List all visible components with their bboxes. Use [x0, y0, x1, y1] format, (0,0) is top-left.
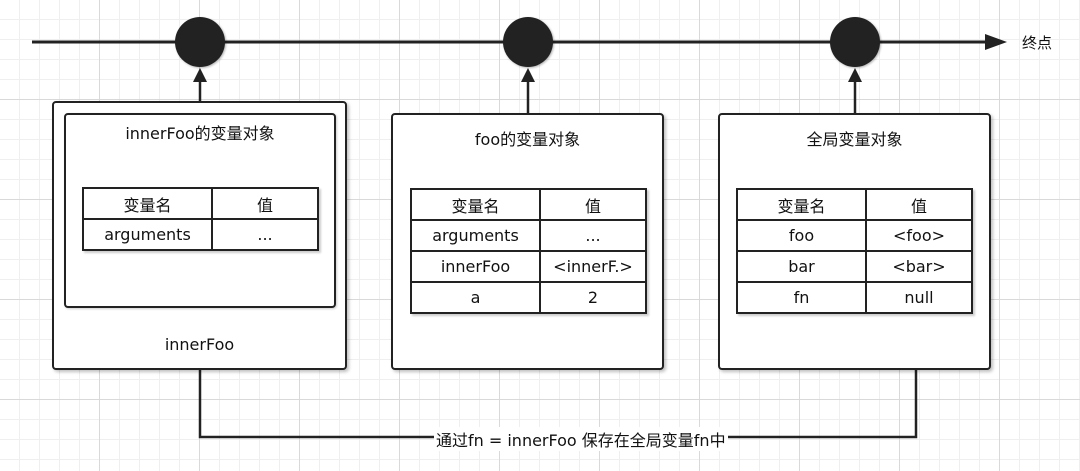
- innerfoo-variable-object-box: innerFoo的变量对象 变量名 值 arguments ...: [64, 113, 336, 308]
- foo-variable-object-box: foo的变量对象 变量名 值 arguments ... innerFoo <i…: [391, 113, 664, 370]
- global-variable-table: 变量名 值 foo <foo> bar <bar> fn null: [736, 188, 973, 314]
- header-name-cell: 变量名: [82, 187, 213, 220]
- innerfoo-outer-box: innerFoo的变量对象 变量名 值 arguments ... innerF…: [52, 101, 347, 370]
- innerfoo-variable-table: 变量名 值 arguments ...: [82, 187, 319, 251]
- table-row: bar <bar>: [736, 250, 973, 283]
- row-value-cell: 2: [539, 281, 647, 314]
- header-value-cell: 值: [211, 187, 319, 220]
- row-name-cell: bar: [736, 250, 867, 283]
- header-value-cell: 值: [539, 188, 647, 221]
- foo-box-title: foo的变量对象: [474, 130, 581, 149]
- timeline-node-global: [830, 17, 880, 67]
- row-value-cell: <foo>: [865, 219, 973, 252]
- connector-label: 通过fn = innerFoo 保存在全局变量fn中: [434, 427, 728, 451]
- global-variable-object-box: 全局变量对象 变量名 值 foo <foo> bar <bar> fn null: [718, 113, 991, 370]
- row-name-cell: a: [410, 281, 541, 314]
- row-name-cell: innerFoo: [410, 250, 541, 283]
- row-value-cell: <bar>: [865, 250, 973, 283]
- table-row: foo <foo>: [736, 219, 973, 252]
- table-row: a 2: [410, 281, 647, 314]
- row-value-cell: null: [865, 281, 973, 314]
- timeline-node-foo: [503, 17, 553, 67]
- timeline-node-innerfoo: [175, 17, 225, 67]
- header-value-cell: 值: [865, 188, 973, 221]
- header-name-cell: 变量名: [410, 188, 541, 221]
- table-header-row: 变量名 值: [410, 188, 647, 221]
- row-value-cell: ...: [539, 219, 647, 252]
- arrowhead-innerfoo: [193, 68, 207, 82]
- row-value-cell: ...: [211, 218, 319, 251]
- innerfoo-box-title: innerFoo的变量对象: [125, 124, 275, 143]
- timeline-end-label: 终点: [1022, 34, 1053, 52]
- table-header-row: 变量名 值: [736, 188, 973, 221]
- row-value-cell: <innerF.>: [539, 250, 647, 283]
- arrowhead-global: [848, 68, 862, 82]
- arrowhead-foo: [521, 68, 535, 82]
- table-row: fn null: [736, 281, 973, 314]
- row-name-cell: fn: [736, 281, 867, 314]
- table-header-row: 变量名 值: [82, 187, 319, 220]
- row-name-cell: arguments: [410, 219, 541, 252]
- innerfoo-box-footer: innerFoo: [164, 335, 235, 354]
- table-row: arguments ...: [410, 219, 647, 252]
- timeline-arrowhead: [985, 34, 1007, 50]
- foo-variable-table: 变量名 值 arguments ... innerFoo <innerF.> a…: [410, 188, 647, 314]
- table-row: arguments ...: [82, 218, 319, 251]
- table-row: innerFoo <innerF.>: [410, 250, 647, 283]
- row-name-cell: foo: [736, 219, 867, 252]
- header-name-cell: 变量名: [736, 188, 867, 221]
- global-box-title: 全局变量对象: [806, 130, 903, 149]
- row-name-cell: arguments: [82, 218, 213, 251]
